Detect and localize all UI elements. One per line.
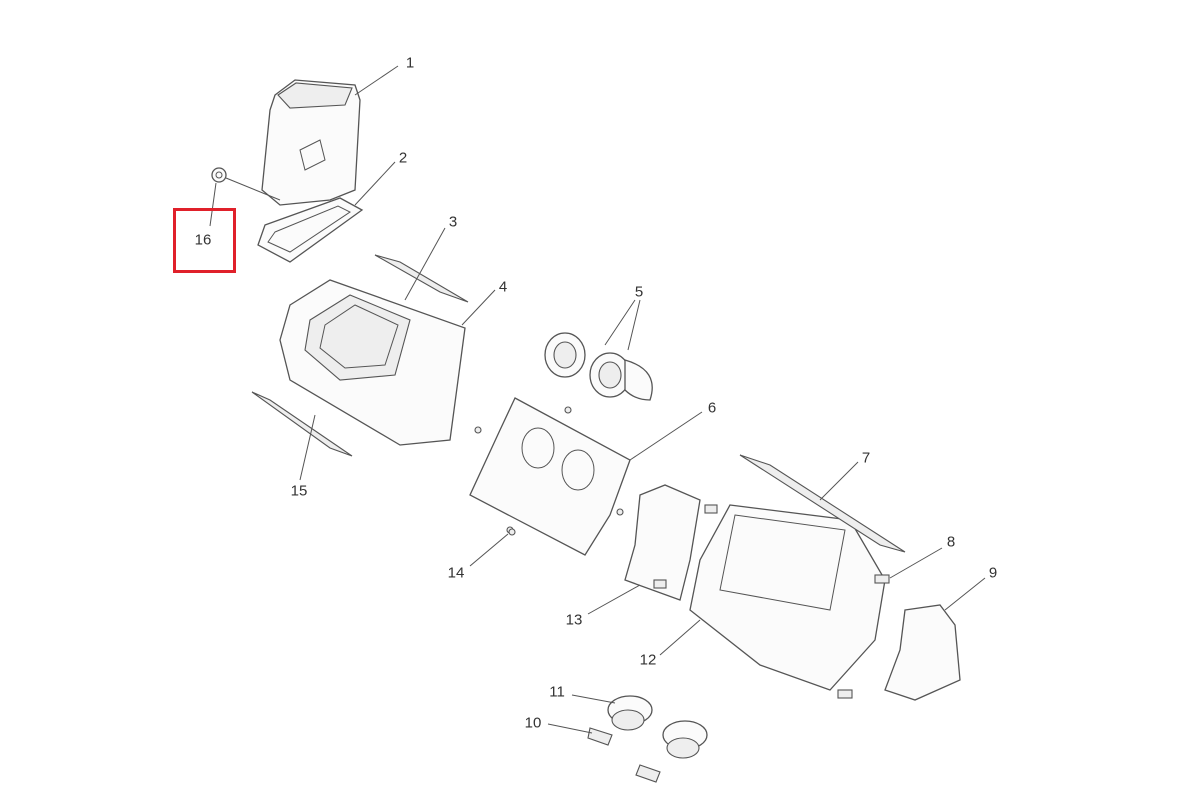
callout-4[interactable]: 4 xyxy=(498,278,508,296)
part-3-seal[interactable] xyxy=(374,254,469,303)
part-14-screw[interactable] xyxy=(508,528,516,536)
part-7-seal[interactable] xyxy=(739,454,906,553)
callout-3[interactable]: 3 xyxy=(448,213,458,231)
part-9-foam[interactable] xyxy=(884,604,961,701)
part-1-intake-duct[interactable] xyxy=(261,79,361,206)
callout-5[interactable]: 5 xyxy=(634,283,644,301)
callout-13[interactable]: 13 xyxy=(565,611,583,629)
part-12-airbox[interactable] xyxy=(689,504,886,691)
part-5-couplers[interactable] xyxy=(544,332,653,401)
callout-10[interactable]: 10 xyxy=(524,714,542,732)
part-15-seal[interactable] xyxy=(251,391,353,457)
part-2-gasket[interactable] xyxy=(257,197,364,263)
callout-14[interactable]: 14 xyxy=(447,564,465,582)
highlight-box-part-16 xyxy=(173,208,236,273)
part-6-mounting-plate[interactable] xyxy=(469,397,631,556)
callout-9[interactable]: 9 xyxy=(988,564,998,582)
callout-6[interactable]: 6 xyxy=(707,399,717,417)
part-13-foam[interactable] xyxy=(624,484,701,601)
part-8-grommets[interactable] xyxy=(653,504,890,699)
callout-2[interactable]: 2 xyxy=(398,149,408,167)
callout-12[interactable]: 12 xyxy=(639,651,657,669)
part-4-airbox-lid[interactable] xyxy=(279,279,466,446)
part-16-clamp[interactable] xyxy=(211,167,227,183)
part-10-clamps[interactable] xyxy=(587,727,661,783)
callout-15[interactable]: 15 xyxy=(290,482,308,500)
callout-16[interactable]: 16 xyxy=(194,231,212,249)
callout-8[interactable]: 8 xyxy=(946,533,956,551)
leader-lines xyxy=(209,65,986,734)
callout-11[interactable]: 11 xyxy=(549,683,565,701)
part-11-boots[interactable] xyxy=(607,695,708,759)
callout-7[interactable]: 7 xyxy=(861,449,871,467)
callout-1[interactable]: 1 xyxy=(405,54,415,72)
